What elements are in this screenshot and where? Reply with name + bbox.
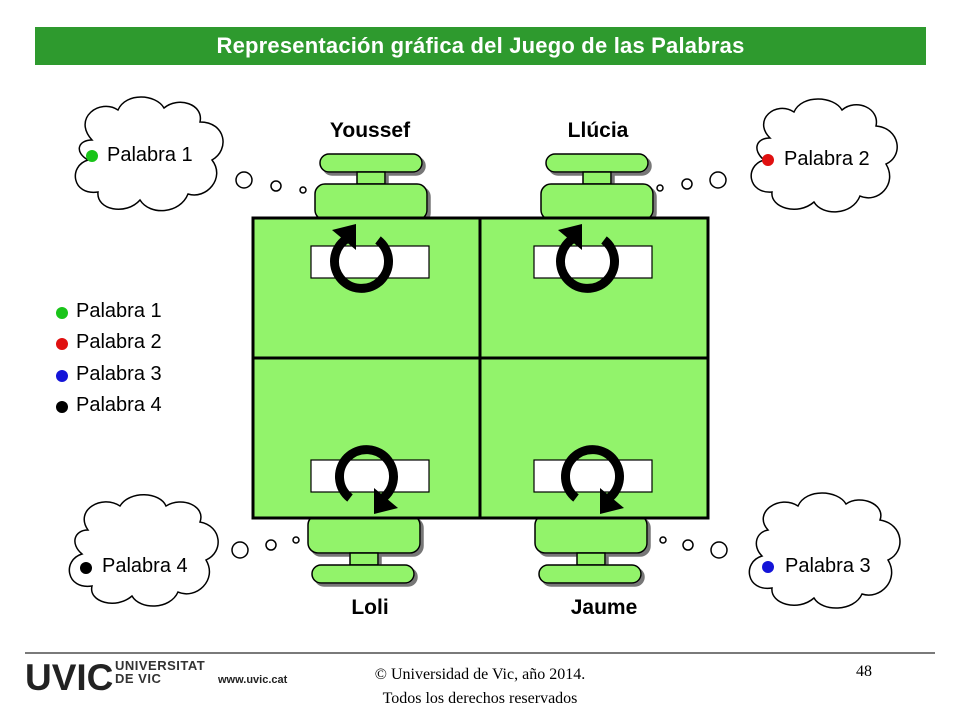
chair-top-right — [540, 153, 654, 221]
player-name-top-right: Llúcia — [567, 119, 629, 142]
chair-bottom-right — [534, 514, 648, 584]
logo-text: UVIC — [25, 657, 113, 698]
paper-top-right — [533, 245, 653, 279]
legend-label: Palabra 1 — [76, 300, 162, 322]
player-name-bottom-left: Loli — [351, 596, 389, 619]
rotate-clockwise-icon — [335, 445, 398, 514]
legend-label: Palabra 3 — [76, 363, 162, 385]
player-name-top-left: Youssef — [329, 119, 411, 142]
paper-top-left — [310, 245, 430, 279]
thought-cloud-bottom-right — [659, 492, 901, 609]
logo-subtitle: UNIVERSITAT DE VIC — [115, 659, 205, 685]
cloud-dot-black-icon — [80, 562, 92, 574]
cloud-label-top-left: Palabra 1 — [107, 144, 193, 166]
cloud-label-bottom-left: Palabra 4 — [102, 555, 188, 577]
cloud-label-bottom-right: Palabra 3 — [785, 555, 871, 577]
rotate-clockwise-icon — [561, 445, 624, 514]
cloud-dot-green-icon — [86, 150, 98, 162]
chair-top-left — [314, 153, 428, 221]
thought-cloud-top-right — [656, 98, 898, 213]
uvic-logo: UVIC — [25, 657, 113, 698]
copyright-line1: © Universidad de Vic, año 2014. — [374, 666, 586, 683]
legend-dot-green-icon — [56, 307, 68, 319]
legend-label: Palabra 4 — [76, 394, 162, 416]
page-number: 48 — [856, 663, 872, 680]
copyright-line2: Todos los derechos reservados — [382, 690, 578, 707]
legend-dot-blue-icon — [56, 370, 68, 382]
legend-label: Palabra 2 — [76, 331, 162, 353]
legend-dot-red-icon — [56, 338, 68, 350]
cloud-dot-blue-icon — [762, 561, 774, 573]
footer-divider — [25, 652, 935, 654]
thought-cloud-bottom-left — [68, 494, 300, 607]
player-name-bottom-right: Jaume — [570, 596, 638, 619]
rotate-clockwise-icon — [330, 224, 393, 293]
legend-dot-black-icon — [56, 401, 68, 413]
copyright: © Universidad de Vic, año 2014. Todos lo… — [300, 663, 660, 711]
paper-bottom-left — [310, 459, 430, 493]
slide-title: Representación gráfica del Juego de las … — [35, 27, 926, 65]
thought-cloud-top-left — [74, 96, 307, 212]
cloud-dot-red-icon — [762, 154, 774, 166]
paper-bottom-right — [533, 459, 653, 493]
chair-bottom-left — [307, 514, 421, 584]
logo-subtitle-line1: UNIVERSITAT — [115, 658, 206, 673]
rotate-clockwise-icon — [556, 224, 619, 293]
logo-subtitle-line2: DE VIC — [115, 671, 162, 686]
website-link[interactable]: www.uvic.cat — [218, 674, 288, 686]
cloud-label-top-right: Palabra 2 — [784, 148, 870, 170]
